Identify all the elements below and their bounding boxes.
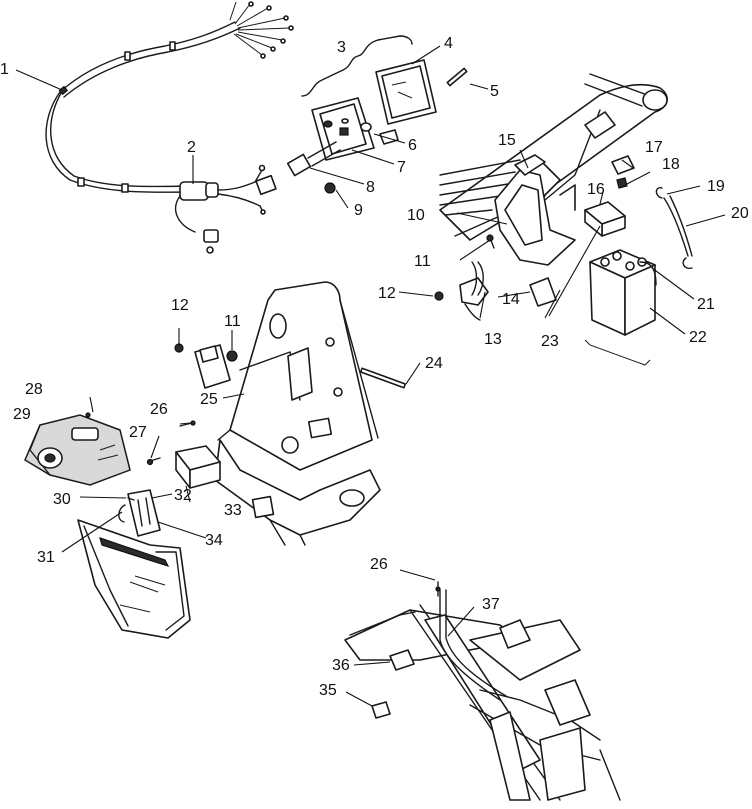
callout-22: 22: [689, 329, 707, 346]
mud-flap: [77, 519, 191, 639]
clip-15: [514, 154, 546, 176]
callout-37: 37: [482, 596, 500, 613]
clip-35: [371, 701, 391, 719]
callout-12-left: 12: [171, 297, 189, 314]
callout-7: 7: [397, 159, 406, 176]
bolt-24: [359, 367, 407, 389]
tail-light-assembly: [286, 35, 468, 194]
bracket-3: [301, 35, 413, 97]
callout-34: 34: [205, 532, 223, 549]
callout-13: 13: [484, 331, 502, 348]
nut-18: [616, 177, 628, 189]
callout-2: 2: [187, 139, 196, 156]
callout-18: 18: [662, 156, 680, 173]
terminal-19: [655, 187, 663, 199]
callout-4: 4: [444, 35, 453, 52]
terminal-cap-17: [611, 155, 635, 175]
callout-19: 19: [707, 178, 725, 195]
callout-11-left: 11: [224, 313, 241, 330]
lower-frame-detail: [344, 581, 621, 801]
socket-8: [286, 153, 312, 177]
callout-20: 20: [731, 205, 749, 222]
wiring-harness: [45, 1, 294, 254]
tool-box: [24, 412, 131, 486]
callout-9: 9: [354, 202, 363, 219]
callout-24: 24: [425, 355, 443, 372]
callout-36: 36: [332, 657, 350, 674]
callout-35: 35: [319, 682, 337, 699]
callout-14: 14: [502, 291, 520, 308]
callout-26-lower: 26: [370, 556, 388, 573]
rear-panel-assembly: [146, 281, 407, 546]
callout-3: 3: [337, 39, 346, 56]
callout-5: 5: [490, 83, 499, 100]
flap-bracket-32: [127, 489, 161, 537]
callout-27: 27: [129, 424, 147, 441]
callout-8: 8: [366, 179, 375, 196]
callout-1: 1: [0, 61, 9, 78]
toolbox-29: [24, 414, 131, 486]
bulb-6: [379, 129, 399, 145]
bracket-14: [529, 277, 557, 307]
leader-lines: [15, 45, 726, 707]
callout-11-right: 11: [414, 253, 431, 270]
wire-37: [439, 589, 501, 701]
callout-16: 16: [587, 181, 605, 198]
cable-end-20: [682, 257, 693, 270]
callout-25: 25: [200, 391, 218, 408]
callout-labels: 1 2 3 4 5 6 7 8 9 10 11 11 12 12 13 14 1…: [0, 35, 749, 699]
callout-29: 29: [13, 406, 31, 423]
callout-23: 23: [541, 333, 559, 350]
callout-10: 10: [407, 207, 425, 224]
callout-28: 28: [25, 381, 43, 398]
callout-26-upper: 26: [150, 401, 168, 418]
callout-6: 6: [408, 137, 417, 154]
grommet-36: [389, 649, 415, 671]
callout-17: 17: [645, 139, 663, 156]
frame-battery-area: [434, 73, 693, 366]
callout-30: 30: [53, 491, 71, 508]
mud-flap-assembly: [77, 489, 191, 639]
callout-21: 21: [697, 296, 715, 313]
screw-5: [446, 67, 468, 87]
nut-9: [324, 182, 336, 194]
callout-31: 31: [37, 549, 55, 566]
callout-15: 15: [498, 132, 516, 149]
callout-12-right: 12: [378, 285, 396, 302]
callout-32: 32: [174, 487, 192, 504]
callout-33: 33: [224, 502, 242, 519]
